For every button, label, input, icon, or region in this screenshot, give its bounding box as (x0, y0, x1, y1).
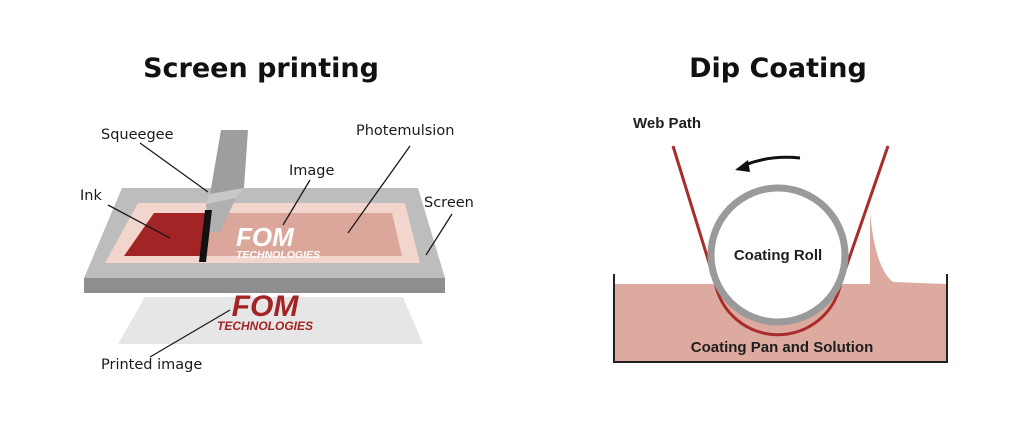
screen-logo: FOM TECHNOLOGIES (236, 222, 320, 261)
printed-image-leader (149, 309, 231, 358)
label-coating-roll: Coating Roll (734, 247, 822, 264)
label-squeegee: Squeegee (101, 127, 174, 143)
rotation-arrow-head (735, 160, 750, 172)
label-ink: Ink (80, 188, 102, 204)
printed-logo-main: FOM (232, 290, 300, 323)
dip-coating-title: Dip Coating (689, 53, 867, 84)
label-web-path: Web Path (633, 115, 701, 132)
screen-printing-title: Screen printing (143, 53, 379, 84)
web-path-line (671, 145, 890, 337)
label-coating-pan: Coating Pan and Solution (691, 339, 874, 356)
squeegee-leader (139, 142, 209, 193)
screen-logo-sub: TECHNOLOGIES (236, 249, 320, 261)
screen-frame (84, 188, 445, 293)
label-screen: Screen (424, 195, 474, 211)
screen-leader (425, 213, 453, 256)
coating-roll (707, 184, 849, 326)
screen-logo-main: FOM (236, 222, 295, 252)
image-leader (282, 179, 311, 226)
printed-logo: FOM TECHNOLOGIES (217, 290, 313, 333)
rotation-arrow (744, 155, 801, 167)
printed-logo-sub: TECHNOLOGIES (217, 319, 313, 333)
label-image: Image (289, 163, 334, 179)
coating-pan (613, 274, 948, 363)
printed-sheet (118, 297, 423, 344)
squeegee (199, 130, 248, 262)
label-printed-image: Printed image (101, 357, 202, 373)
ink-leader (107, 204, 171, 239)
solution-meniscus (870, 212, 947, 284)
label-photemulsion: Photemulsion (356, 123, 454, 139)
photemulsion-leader (347, 145, 411, 234)
